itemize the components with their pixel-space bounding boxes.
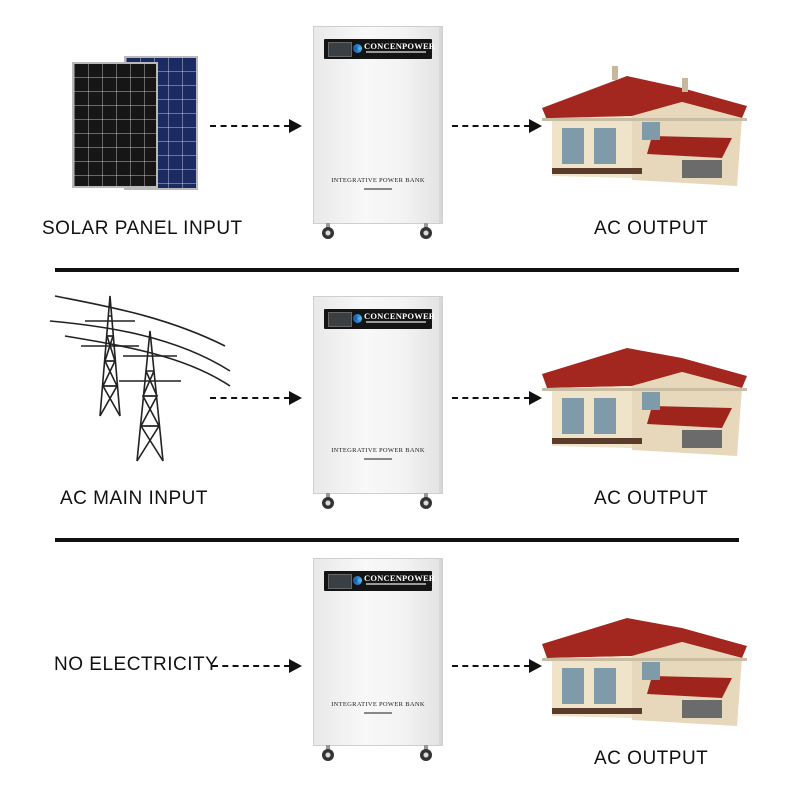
row-divider [55,538,739,542]
brand-logo-icon [353,314,362,323]
product-subtitle [364,458,392,460]
product-subtitle [364,712,392,714]
lcd-screen [328,574,352,589]
brand-logo-icon [353,576,362,585]
solar-panel-front [72,62,158,188]
source-label: AC MAIN INPUT [60,488,208,509]
output-label: AC OUTPUT [594,488,709,509]
product-name: INTEGRATIVE POWER BANK [331,701,425,708]
input-arrow [210,119,302,133]
brand-tagline [366,583,426,585]
output-label: AC OUTPUT [594,748,709,769]
house-image [542,348,747,456]
source-label: NO ELECTRICITY [54,654,219,675]
brand-tagline [366,51,426,53]
control-panel: CONCENPOWER [324,309,436,329]
input-arrow [210,391,302,405]
control-panel: CONCENPOWER [324,39,436,59]
house-image [542,618,747,726]
control-panel: CONCENPOWER [324,571,436,591]
brand-tagline [366,321,426,323]
caster-wheel [420,493,432,509]
output-arrow [452,119,542,133]
product-name: INTEGRATIVE POWER BANK [331,177,425,184]
house-image [542,66,747,186]
diagram-row-no-electricity: NO ELECTRICITY CONCENPOWER INTEGRATIVE P… [0,540,800,800]
row-divider [55,268,739,272]
caster-wheel [322,745,334,761]
output-label: AC OUTPUT [594,218,709,239]
power-bank-image: CONCENPOWER INTEGRATIVE POWER BANK [313,296,443,509]
caster-wheel [420,745,432,761]
transmission-tower-image [49,295,231,462]
source-label: SOLAR PANEL INPUT [42,218,243,239]
lcd-screen [328,42,352,57]
power-bank-image: CONCENPOWER INTEGRATIVE POWER BANK [313,558,443,761]
diagram-row-ac-main: AC MAIN INPUT CONCENPOWER INTEGRATIVE PO… [0,270,800,540]
brand-logo-icon [353,44,362,53]
input-arrow [212,659,302,673]
caster-wheel [420,223,432,239]
lcd-screen [328,312,352,327]
solar-panel-image [72,52,202,192]
caster-wheel [322,223,334,239]
brand-name: CONCENPOWER [364,311,436,321]
output-arrow [452,391,542,405]
product-subtitle [364,188,392,190]
product-name: INTEGRATIVE POWER BANK [331,447,425,454]
caster-wheel [322,493,334,509]
brand-name: CONCENPOWER [364,573,436,583]
power-bank-image: CONCENPOWER INTEGRATIVE POWER BANK [313,26,443,239]
output-arrow [452,659,542,673]
diagram-row-solar: SOLAR PANEL INPUT CONCENPOWER INTEGRATIV… [0,0,800,270]
brand-name: CONCENPOWER [364,41,436,51]
